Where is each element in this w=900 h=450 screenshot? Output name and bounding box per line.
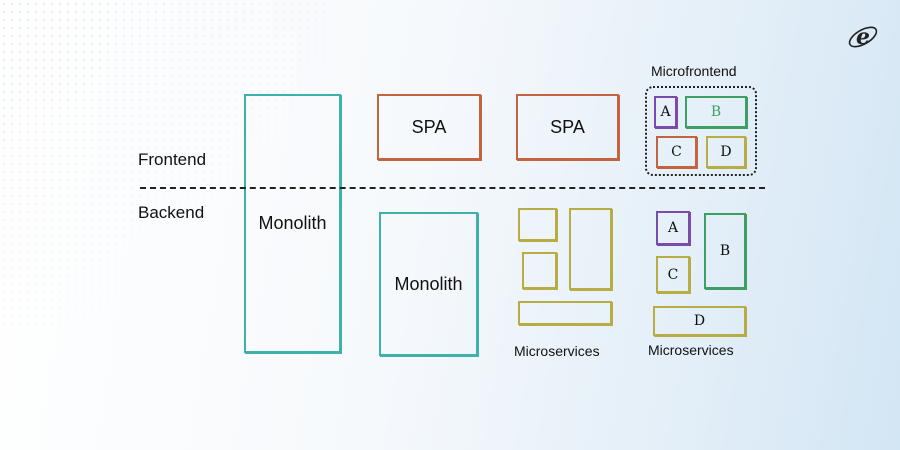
microfrontend-group bbox=[645, 86, 757, 176]
monolith-backend-box: Monolith bbox=[379, 212, 478, 356]
spa-label: SPA bbox=[411, 116, 447, 137]
service-module-a: A bbox=[656, 211, 690, 245]
frontend-backend-divider bbox=[140, 187, 765, 189]
frontend-module-c: C bbox=[656, 136, 697, 168]
spa-label-2: SPA bbox=[550, 116, 585, 137]
frontend-label: Frontend bbox=[138, 150, 207, 169]
microservice-box bbox=[518, 208, 557, 241]
spa-box-2: SPA bbox=[516, 94, 619, 160]
backend-label: Backend bbox=[138, 203, 205, 222]
microservices-caption-2: Microservices bbox=[648, 342, 734, 358]
spa-box: SPA bbox=[377, 94, 481, 160]
monolith-block: Monolith bbox=[244, 94, 341, 353]
service-module-c: C bbox=[656, 256, 690, 293]
frontend-module-d: D bbox=[706, 136, 746, 168]
service-module-b: B bbox=[704, 213, 746, 289]
monolith-label: Monolith bbox=[258, 213, 327, 233]
microfrontend-title: Microfrontend bbox=[651, 63, 737, 79]
microservices-caption: Microservices bbox=[514, 343, 600, 359]
frontend-module-a: A bbox=[654, 96, 677, 128]
microservice-box bbox=[522, 252, 557, 289]
microservice-box bbox=[518, 301, 612, 325]
service-module-d: D bbox=[653, 306, 746, 336]
e-logo-icon: e bbox=[846, 20, 880, 54]
dotted-background-pattern bbox=[0, 0, 330, 330]
microservice-box bbox=[569, 208, 612, 290]
monolith-backend-label: Monolith bbox=[394, 273, 463, 294]
frontend-module-b: B bbox=[685, 96, 747, 128]
svg-text:e: e bbox=[856, 24, 870, 50]
